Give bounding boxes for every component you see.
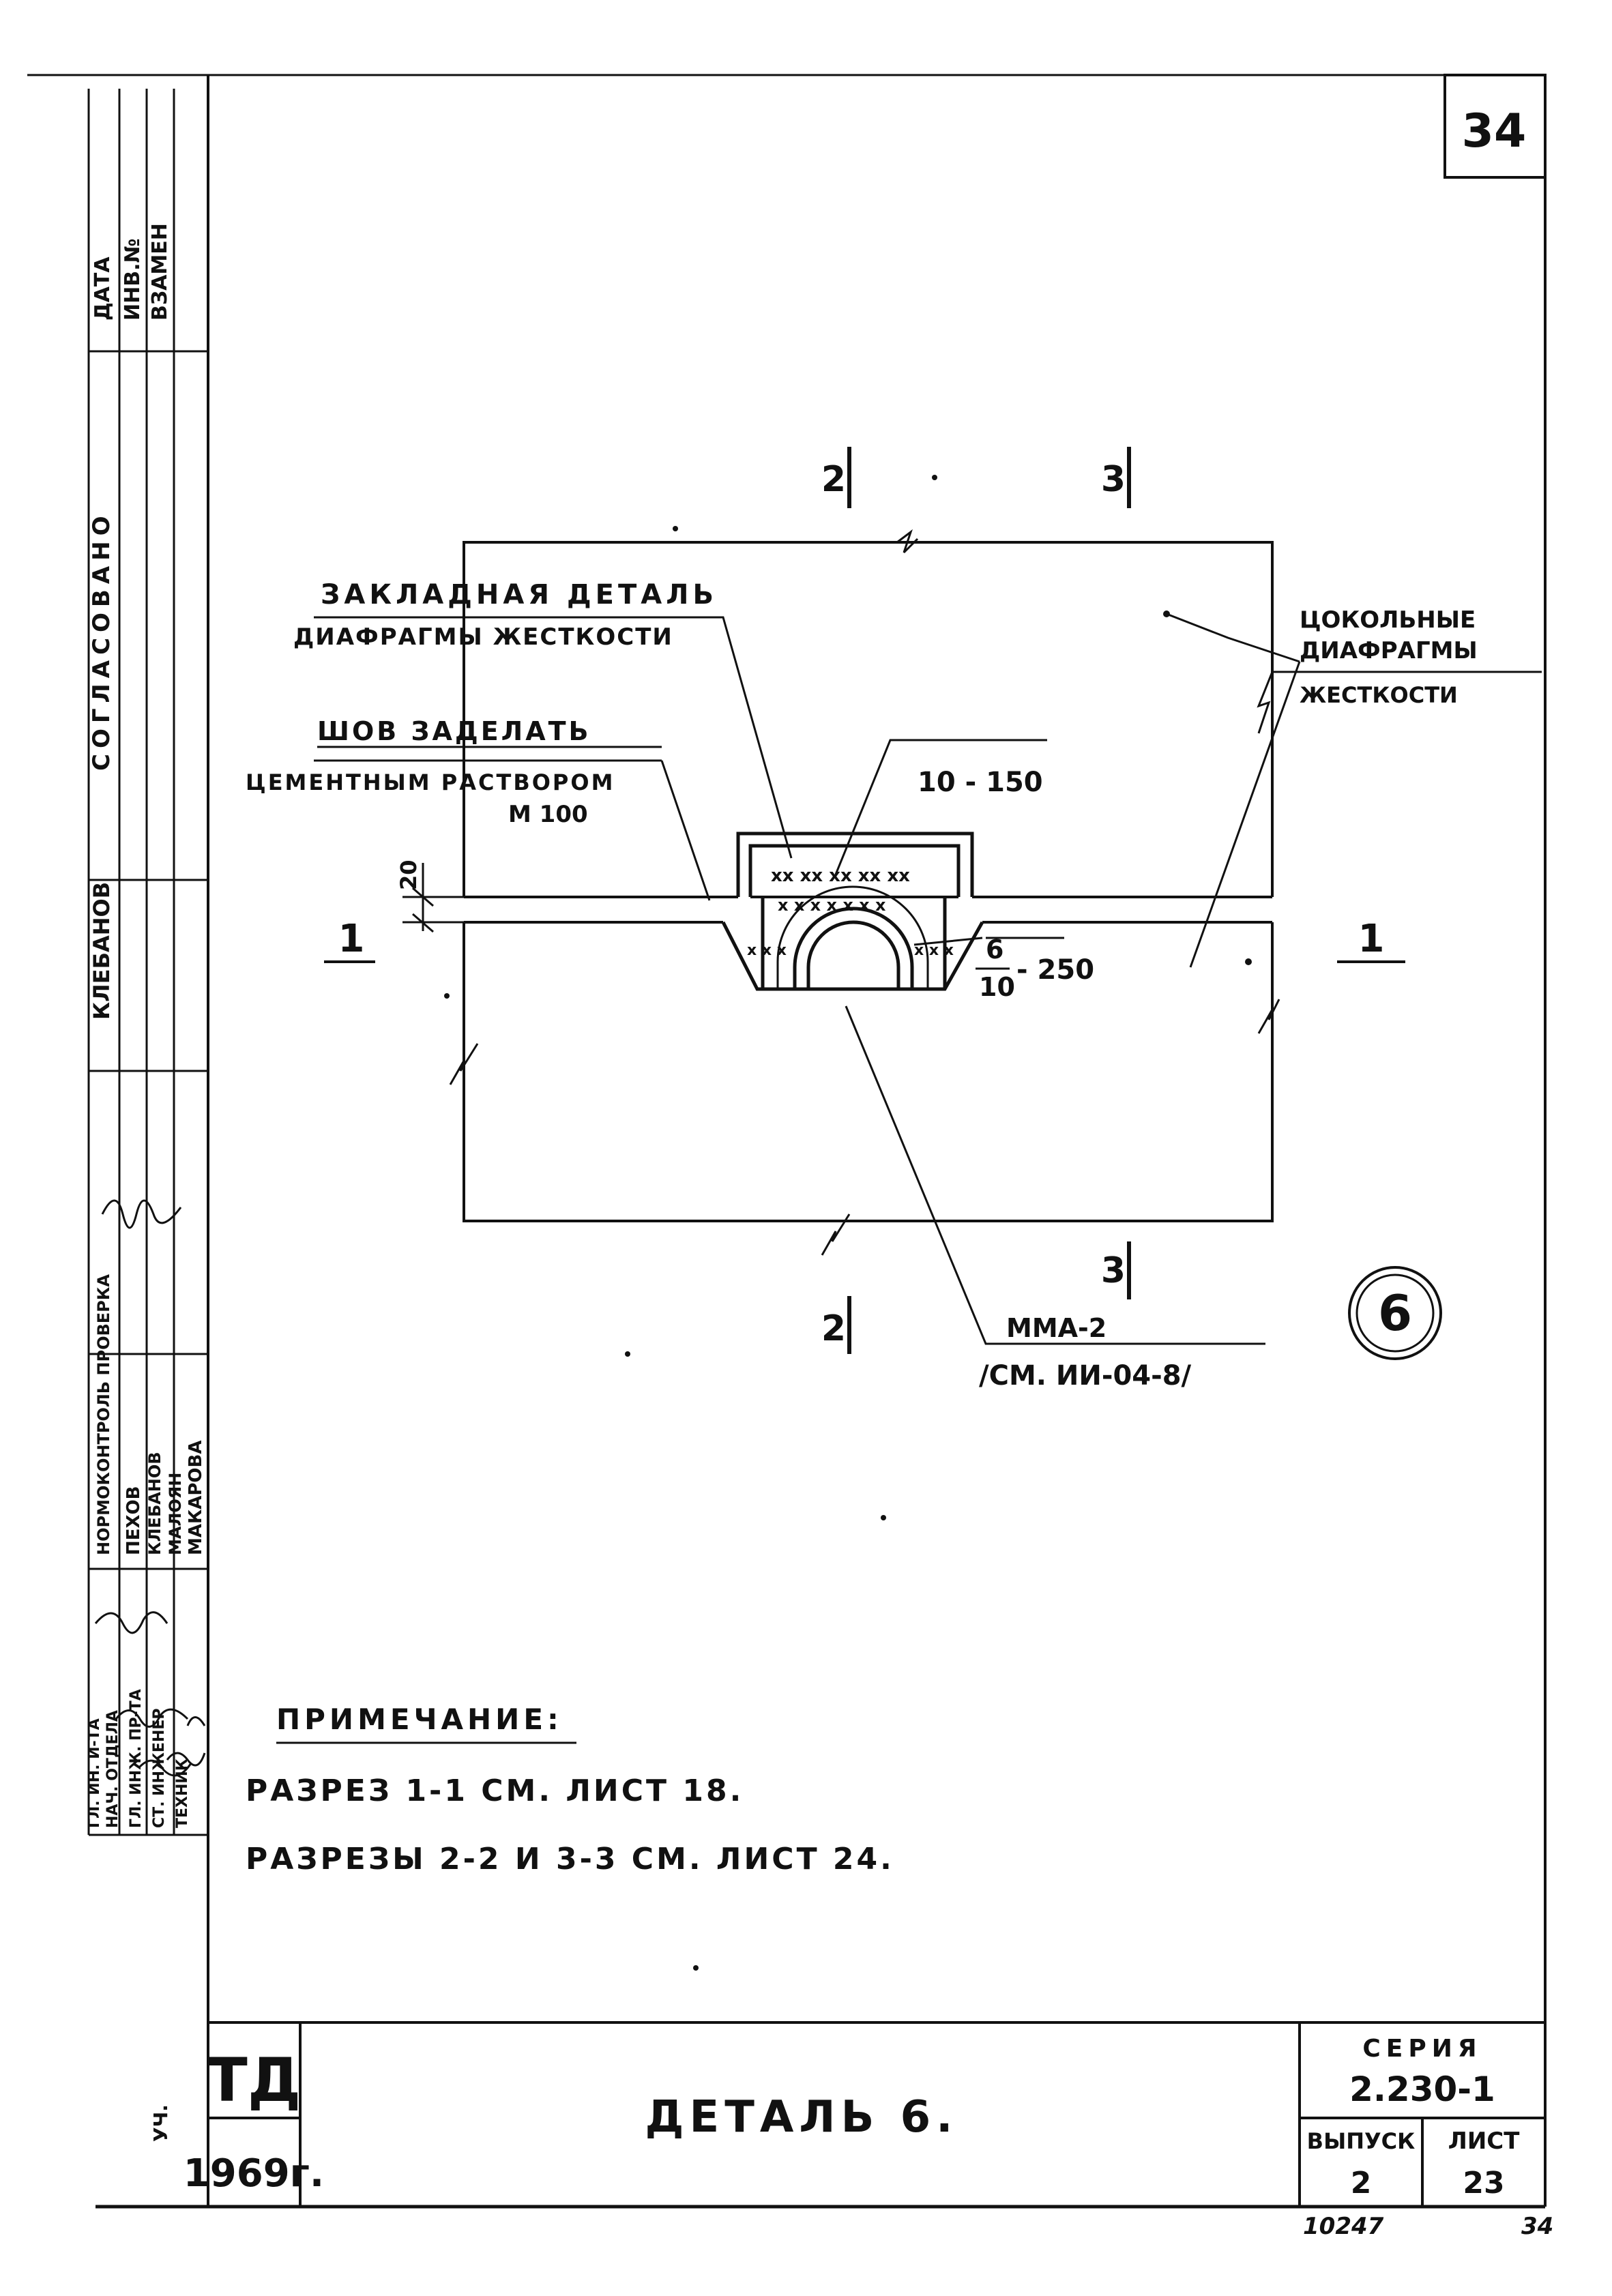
gap-dimension-label: 20	[396, 859, 422, 890]
gap-dimension	[402, 863, 464, 933]
sheet-label: ЛИСТ	[1448, 2128, 1521, 2155]
break-marks	[449, 529, 1280, 1256]
weld-marks: xx xx xx xx xx x x x x x x x x x x x x x	[747, 866, 954, 959]
archive-number: 10247	[1303, 2213, 1384, 2240]
weld-side-len: - 250	[1016, 954, 1094, 986]
weld-top-label: 10 - 150	[918, 767, 1043, 798]
detail-marker: 6	[1348, 1266, 1442, 1360]
label-underlines	[314, 616, 1010, 970]
note-title: ПРИМЕЧАНИЕ:	[276, 1703, 563, 1736]
scan-specks	[444, 475, 1252, 1971]
section-marks	[324, 447, 1405, 1354]
section-2-bottom: 2	[821, 1308, 846, 1349]
u-bar-loop	[776, 885, 929, 989]
left-stamp	[87, 89, 208, 1836]
title-block-frame	[208, 2021, 1545, 2207]
title-year: 1969г.	[184, 2151, 324, 2196]
stamp-header-replace: ВЗАМЕН	[148, 223, 172, 321]
detail-number: 6	[1378, 1284, 1412, 1342]
label-base-diaphragm-2: ДИАФРАГМЫ	[1300, 637, 1478, 664]
section-1-right: 1	[1358, 917, 1385, 961]
note-block: ПРИМЕЧАНИЕ: РАЗРЕЗ 1-1 СМ. ЛИСТ 18. РАЗР…	[246, 1703, 894, 1876]
stamp-name-4: МАКАРОВА	[186, 1441, 206, 1555]
pocket	[721, 831, 984, 991]
stamp-role-4: ТЕХНИК	[174, 1758, 191, 1828]
section-3-top: 3	[1101, 459, 1126, 500]
note-line-1: РАЗРЕЗ 1-1 СМ. ЛИСТ 18.	[246, 1773, 744, 1808]
section-3-bottom: 3	[1101, 1250, 1126, 1291]
label-embedded-part-2: ДИАФРАГМЫ ЖЕСТКОСТИ	[293, 623, 673, 651]
stamp-extra: УЧ.	[149, 2104, 172, 2142]
page-number: 34	[1462, 104, 1527, 158]
drawing-title: ДЕТАЛЬ 6.	[645, 2092, 958, 2143]
issue-value: 2	[1351, 2166, 1372, 2201]
stamp-role-2: ГЛ. ИНЖ. ПР-ТА	[128, 1689, 145, 1828]
stamp-check-label: НОРМОКОНТРОЛЬ ПРОВЕРКА	[94, 1274, 113, 1555]
stamp-header-date: ДАТА	[91, 256, 115, 321]
series-value: 2.230-1	[1349, 2070, 1495, 2109]
label-base-diaphragm-3: ЖЕСТКОСТИ	[1300, 682, 1458, 708]
stamp-role-0: ГЛ. ИН. И-ТА	[86, 1718, 103, 1828]
mma-label-1: ММА-2	[1006, 1313, 1107, 1343]
drawing-frame	[27, 74, 1547, 2209]
stamp-agreed-label: СОГЛАСОВАНО	[88, 510, 115, 771]
stamp-name-1: ПЕХОВ	[123, 1486, 144, 1556]
svg-text:xx xx xx xx xx: xx xx xx xx xx	[771, 866, 910, 886]
label-base-diaphragm-1: ЦОКОЛЬНЫЕ	[1300, 606, 1476, 634]
label-seam-1: ШОВ ЗАДЕЛАТЬ	[317, 716, 591, 746]
svg-text:x x x: x x x	[747, 942, 787, 959]
label-seam-2: ЦЕМЕНТНЫМ РАСТВОРОМ	[246, 769, 615, 795]
section-1-left: 1	[338, 917, 365, 961]
label-embedded-part-1: ЗАКЛАДНАЯ ДЕТАЛЬ	[321, 579, 718, 610]
drawing-labels: ЗАКЛАДНАЯ ДЕТАЛЬ ДИАФРАГМЫ ЖЕСТКОСТИ ЦОК…	[246, 459, 1478, 1392]
stamp-role-1: НАЧ. ОТДЕЛА	[104, 1710, 121, 1828]
stamp-header-inv: ИНВ.№	[121, 238, 145, 321]
stamp-name-2: КЛЕБАНОВ	[145, 1452, 164, 1555]
stamp-role-3: СТ. ИНЖЕНЕР	[151, 1708, 168, 1828]
stamp-agreed-name: КЛЕБАНОВ	[89, 882, 115, 1020]
issue-label: ВЫПУСК	[1307, 2128, 1416, 2154]
footer-sheet-number: 34	[1521, 2213, 1553, 2240]
weld-side-den: 10	[979, 972, 1015, 1002]
stamp-name-3: МАЛОЯН	[166, 1473, 185, 1555]
mma-label-2: /СМ. ИИ-04-8/	[979, 1360, 1192, 1392]
svg-text:x x x x x x x: x x x x x x x	[778, 896, 886, 915]
left-stamp-text: ДАТА ИНВ.№ ВЗАМЕН СОГЛАСОВАНО КЛЕБАНОВ Н…	[86, 223, 206, 2142]
signatures	[94, 1199, 206, 1777]
section-2-top: 2	[821, 459, 846, 500]
label-seam-3: М 100	[508, 801, 588, 828]
lower-slab	[463, 921, 1274, 1222]
weld-side-num: 6	[986, 934, 1003, 965]
sheet-value: 23	[1463, 2166, 1504, 2201]
upper-slab	[463, 541, 1542, 898]
title-org: ТД	[207, 2045, 301, 2115]
note-line-2: РАЗРЕЗЫ 2-2 И 3-3 СМ. ЛИСТ 24.	[246, 1842, 894, 1876]
series-label: СЕРИЯ	[1362, 2035, 1482, 2063]
